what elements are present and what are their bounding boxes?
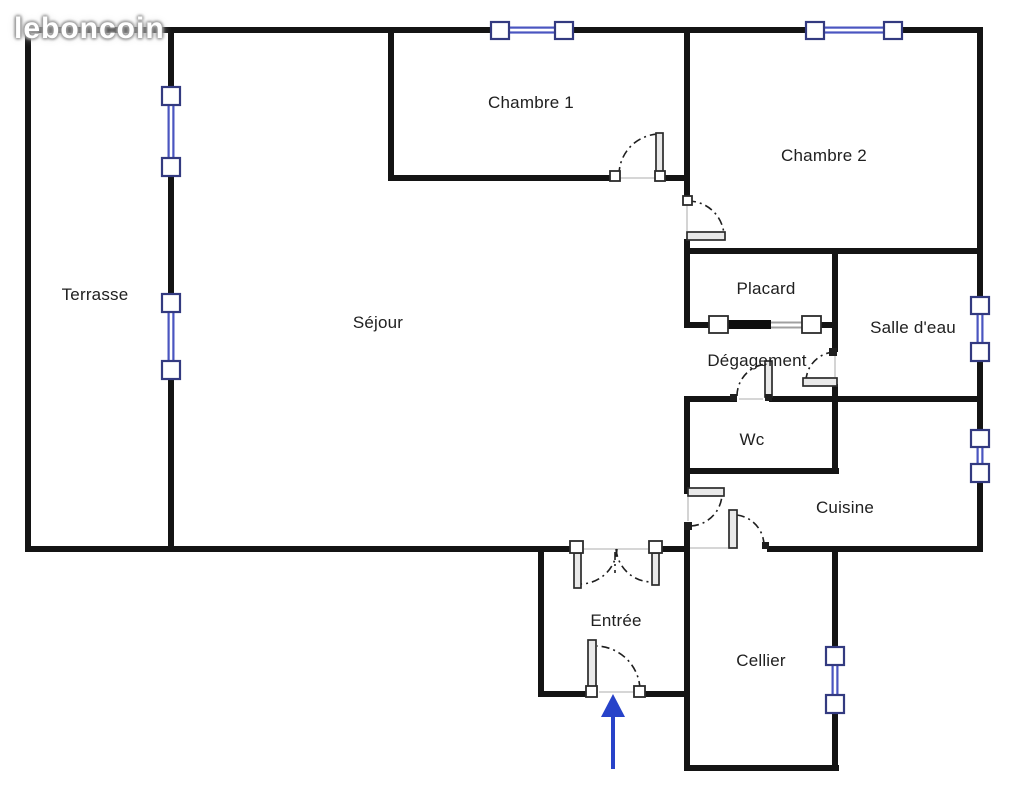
room-label-terrasse: Terrasse: [61, 285, 129, 304]
room-label-cuisine: Cuisine: [815, 498, 875, 517]
room-label-entree: Entrée: [590, 611, 642, 630]
window-symbol-cellier: [824, 645, 846, 715]
window-symbol-cuisine: [969, 428, 991, 484]
leboncoin-logo: leboncoin: [14, 12, 165, 45]
door-swing-symbol-cellier: [690, 509, 769, 549]
sliding-door-symbol-placard: [708, 315, 822, 334]
room-label-salle-deau: Salle d'eau: [870, 318, 956, 337]
door-swing-symbol-wc: [730, 360, 773, 401]
door-swing-symbol-chambre2: [682, 195, 726, 241]
room-label-chambre1: Chambre 1: [488, 93, 574, 112]
room-label-wc: Wc: [739, 430, 765, 449]
window-symbol-terrasse-lower: [160, 292, 182, 381]
window-symbol-chambre2: [804, 20, 904, 41]
door-swing-symbol-entree-cuisine: [684, 487, 725, 530]
door-swing-symbol-entrance: [585, 639, 646, 698]
window-symbol-chambre1: [489, 20, 575, 41]
door-swing-symbol-salle-deau: [802, 348, 838, 387]
room-label-chambre2: Chambre 2: [781, 146, 867, 165]
window-symbol-salle-deau: [969, 295, 991, 363]
room-label-degagement: Dégagement: [707, 351, 807, 370]
door-swing-symbol-chambre1: [609, 132, 666, 182]
room-label-placard: Placard: [736, 279, 796, 298]
door-swing-symbol-french-doors: [569, 540, 663, 589]
room-label-cellier: Cellier: [736, 651, 786, 670]
window-symbol-terrasse-upper: [160, 85, 182, 178]
room-label-sejour: Séjour: [352, 313, 404, 332]
entrance-arrow: [601, 694, 625, 769]
